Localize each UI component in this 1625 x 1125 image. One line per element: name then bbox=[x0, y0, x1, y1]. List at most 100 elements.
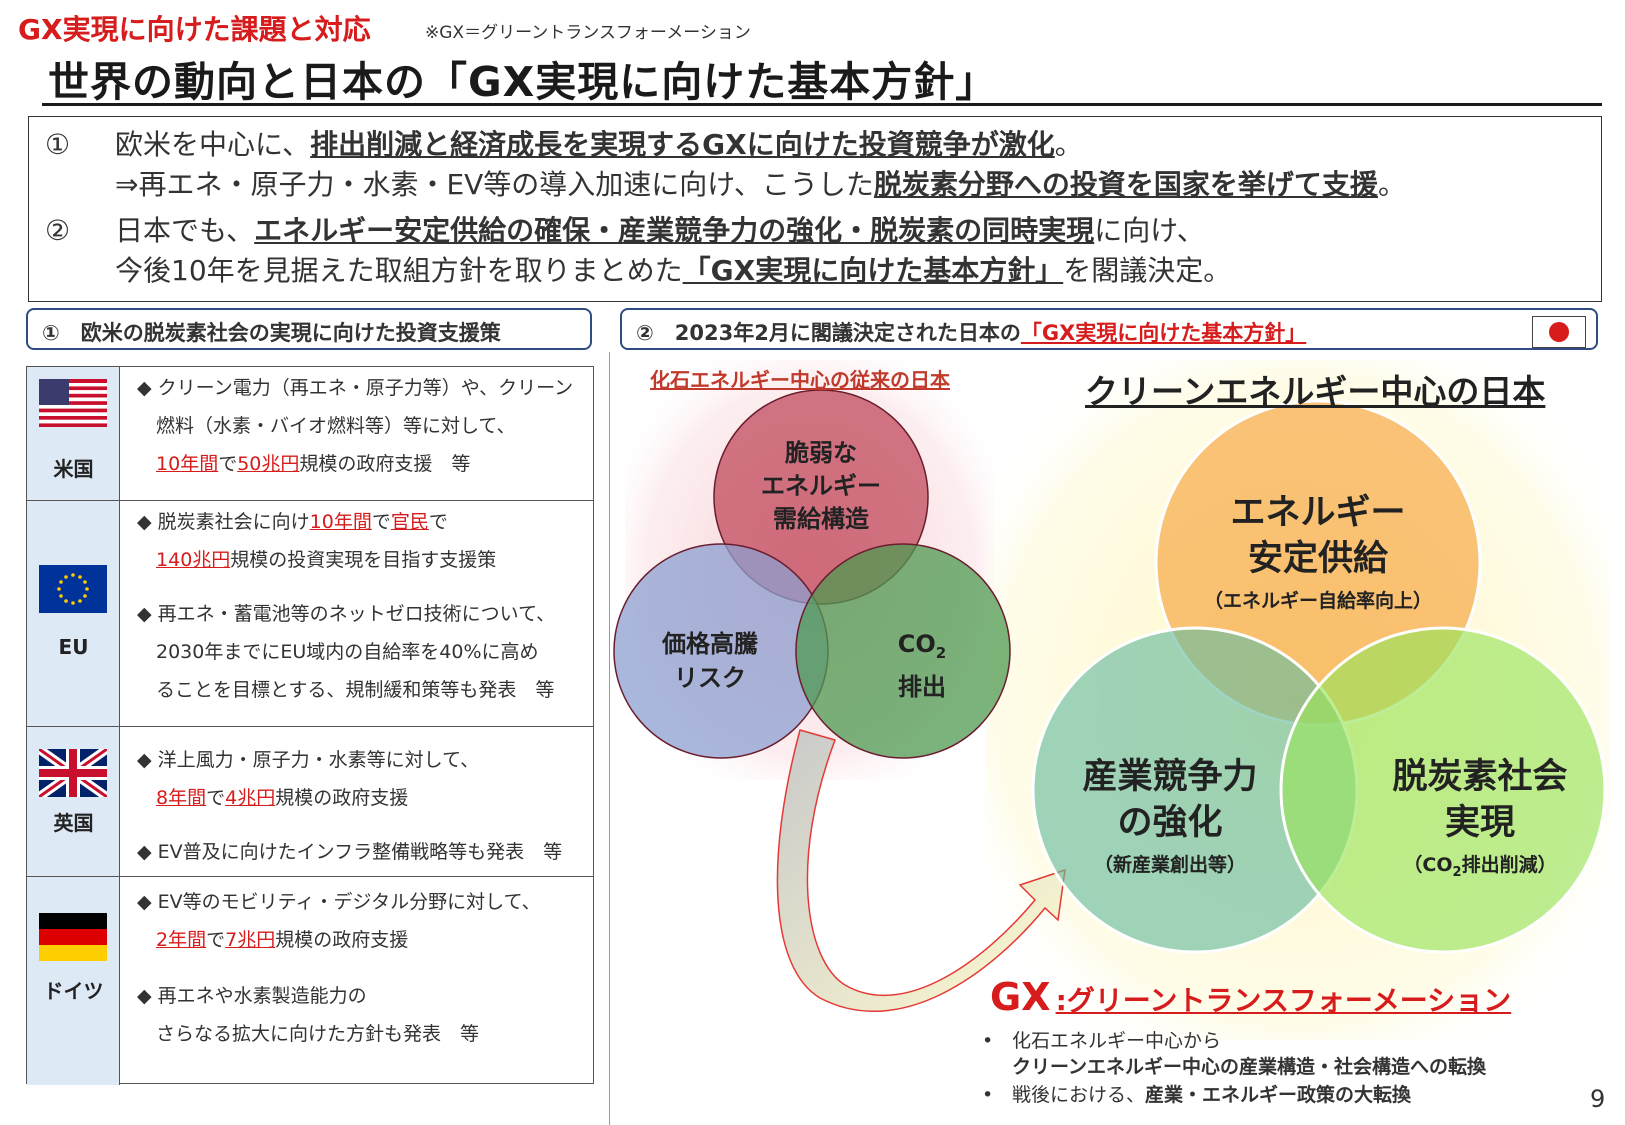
section-kicker: GX実現に向けた課題と対応 bbox=[18, 13, 371, 46]
venn-circle-decarbonization bbox=[1279, 626, 1607, 954]
text: 規模の政府支援 bbox=[275, 787, 409, 809]
label-line: 産業競争力 bbox=[1082, 757, 1258, 797]
title-underline bbox=[42, 103, 1602, 106]
venn-label-price-risk: 価格高騰 リスク bbox=[640, 627, 780, 695]
text: 2030年までにEU域内の自給率を40%に高め bbox=[137, 641, 539, 663]
right-panel-header: ② 2023年2月に閣議決定された日本の「GX実現に向けた基本方針」 bbox=[620, 308, 1598, 350]
country-name: EU bbox=[58, 635, 89, 659]
label-sub: （エネルギー自給率向上） bbox=[1203, 590, 1432, 612]
policy-line: ることを目標とする、規制緩和策等も発表 等 bbox=[137, 675, 554, 702]
label-line: エネルギー bbox=[761, 472, 881, 500]
germany-flag-icon bbox=[39, 913, 107, 961]
text: 規模の政府支援 bbox=[275, 929, 409, 951]
summary-text: 今後10年を見据えた取組方針を取りまとめた bbox=[115, 254, 683, 287]
page-number: 9 bbox=[1590, 1085, 1606, 1113]
summary-point-2-line2: 今後10年を見据えた取組方針を取りまとめた「GX実現に向けた基本方針」を閣議決定… bbox=[115, 249, 1231, 289]
column-divider bbox=[609, 352, 610, 1125]
left-panel-header: ① 欧米の脱炭素社会の実現に向けた投資支援策 bbox=[26, 308, 592, 350]
text: で bbox=[218, 453, 238, 475]
label-line: 需給構造 bbox=[773, 505, 869, 533]
gx-bullet-continued: クリーンエネルギー中心の産業構造・社会構造への転換 bbox=[1012, 1052, 1486, 1079]
text: で bbox=[428, 511, 448, 533]
label-sub: （新産業創出等） bbox=[1093, 854, 1246, 876]
text: ◆ 脱炭素社会に向け bbox=[137, 511, 310, 533]
gx-term: GX bbox=[990, 975, 1051, 1019]
text: 規模の政府支援 等 bbox=[299, 453, 471, 475]
bullet-text: 戦後における、 bbox=[1012, 1084, 1146, 1106]
bullet-text: クリーンエネルギー中心の産業構造・社会構造への転換 bbox=[1012, 1056, 1487, 1078]
policy-line: ◆ 再エネや水素製造能力の bbox=[137, 981, 367, 1008]
venn-label-competitiveness: 産業競争力 の強化 （新産業創出等） bbox=[1050, 754, 1290, 884]
summary-point-2: ② 日本でも、エネルギー安定供給の確保・産業競争力の強化・脱炭素の同時実現に向け、 bbox=[45, 209, 1205, 249]
policy-line: ◆ 洋上風力・原子力・水素等に対して、 bbox=[137, 745, 479, 772]
eu-flag-icon bbox=[39, 565, 107, 613]
policy-line: ◆ 脱炭素社会に向け10年間で官民で bbox=[137, 507, 448, 534]
text: ◆ 再エネや水素製造能力の bbox=[137, 985, 367, 1007]
text: ることを目標とする、規制緩和策等も発表 等 bbox=[137, 679, 555, 701]
highlight: 50兆円 bbox=[237, 453, 300, 475]
policy-line: 2030年までにEU域内の自給率を40%に高め bbox=[137, 637, 539, 664]
summary-text: ⇒再エネ・原子力・水素・EV等の導入加速に向け、こうした bbox=[115, 168, 874, 201]
point-number: ① bbox=[45, 128, 71, 161]
country-cell: 米国 bbox=[27, 367, 120, 500]
gx-bullet: • 戦後における、産業・エネルギー政策の大転換 bbox=[982, 1080, 1411, 1107]
highlight: 8年間 bbox=[156, 787, 207, 809]
label-line: 安定供給 bbox=[1247, 539, 1388, 579]
policy-line: 140兆円規模の投資実現を目指す支援策 bbox=[137, 545, 496, 572]
us-flag-icon bbox=[39, 379, 107, 427]
summary-text: に向け、 bbox=[1094, 214, 1205, 247]
table-row-uk: 英国 ◆ 洋上風力・原子力・水素等に対して、 8年間で4兆円規模の政府支援 ◆ … bbox=[27, 727, 593, 877]
text: で bbox=[206, 929, 226, 951]
text: ◆ EV等のモビリティ・デジタル分野に対して、 bbox=[137, 891, 541, 913]
uk-flag-icon bbox=[39, 749, 107, 797]
point-number: ② bbox=[45, 214, 71, 247]
japan-flag-icon bbox=[1532, 316, 1586, 348]
country-name: 米国 bbox=[53, 457, 94, 481]
highlight: 10年間 bbox=[309, 511, 372, 533]
text: で bbox=[206, 787, 226, 809]
policy-line: 燃料（水素・バイオ燃料等）等に対して、 bbox=[137, 411, 515, 438]
bullet-emphasis: 産業・エネルギー政策の大転換 bbox=[1145, 1084, 1412, 1106]
header-emphasis: 「GX実現に向けた基本方針」 bbox=[1020, 321, 1307, 345]
country-name: 英国 bbox=[53, 811, 94, 835]
highlight: 官民 bbox=[390, 511, 429, 533]
policy-line: ◆ EV普及に向けたインフラ整備戦略等も発表 等 bbox=[137, 837, 562, 864]
old-japan-label: 化石エネルギー中心の従来の日本 bbox=[650, 368, 950, 392]
text: ◆ 洋上風力・原子力・水素等に対して、 bbox=[137, 749, 480, 771]
page-title: 世界の動向と日本の「GX実現に向けた基本方針」 bbox=[48, 58, 998, 106]
label-sub: （CO bbox=[1403, 854, 1453, 876]
text: ◆ クリーン電力（再エネ・原子力等）や、クリーン bbox=[137, 377, 574, 399]
summary-text: を閣議決定。 bbox=[1063, 254, 1232, 287]
header-text: ② 2023年2月に閣議決定された日本の bbox=[636, 321, 1021, 345]
table-row-germany: ドイツ ◆ EV等のモビリティ・デジタル分野に対して、 2年間で7兆円規模の政府… bbox=[27, 877, 593, 1085]
bullet-mark: • bbox=[982, 1084, 994, 1106]
label-line: 脱炭素社会 bbox=[1392, 757, 1568, 797]
subscript: 2 bbox=[935, 643, 947, 662]
bullet-text: 化石エネルギー中心から bbox=[1012, 1030, 1222, 1052]
table-row-eu: EU ◆ 脱炭素社会に向け10年間で官民で 140兆円規模の投資実現を目指す支援… bbox=[27, 501, 593, 727]
policy-line: 2年間で7兆円規模の政府支援 bbox=[137, 925, 408, 952]
policy-line: 8年間で4兆円規模の政府支援 bbox=[137, 783, 408, 810]
text: 規模の投資実現を目指す支援策 bbox=[230, 549, 497, 571]
text: ◆ EV普及に向けたインフラ整備戦略等も発表 等 bbox=[137, 841, 563, 863]
table-row-usa: 米国 ◆ クリーン電力（再エネ・原子力等）や、クリーン 燃料（水素・バイオ燃料等… bbox=[27, 367, 593, 501]
summary-text: 欧米を中心に、 bbox=[115, 128, 311, 161]
policy-line: さらなる拡大に向けた方針も発表 等 bbox=[137, 1019, 479, 1046]
text: ◆ 再エネ・蓄電池等のネットゼロ技術について、 bbox=[137, 603, 556, 625]
transition-arrow bbox=[776, 729, 1066, 1012]
label-line: リスク bbox=[674, 664, 746, 692]
policy-line: ◆ 再エネ・蓄電池等のネットゼロ技術について、 bbox=[137, 599, 555, 626]
bullet-mark: • bbox=[982, 1030, 994, 1052]
policy-line: ◆ クリーン電力（再エネ・原子力等）や、クリーン bbox=[137, 373, 573, 400]
country-cell: EU bbox=[27, 501, 120, 726]
summary-emphasis: エネルギー安定供給の確保・産業競争力の強化・脱炭素の同時実現 bbox=[254, 214, 1095, 247]
highlight: 4兆円 bbox=[225, 787, 276, 809]
gx-expansion: :グリーントランスフォーメーション bbox=[1055, 984, 1512, 1017]
gx-footnote: ※GX＝グリーントランスフォーメーション bbox=[425, 23, 751, 43]
summary-text: 日本でも、 bbox=[115, 214, 255, 247]
venn-label-energy-supply: エネルギー 安定供給 （エネルギー自給率向上） bbox=[1188, 490, 1448, 620]
highlight: 7兆円 bbox=[225, 929, 276, 951]
country-cell: ドイツ bbox=[27, 877, 120, 1085]
